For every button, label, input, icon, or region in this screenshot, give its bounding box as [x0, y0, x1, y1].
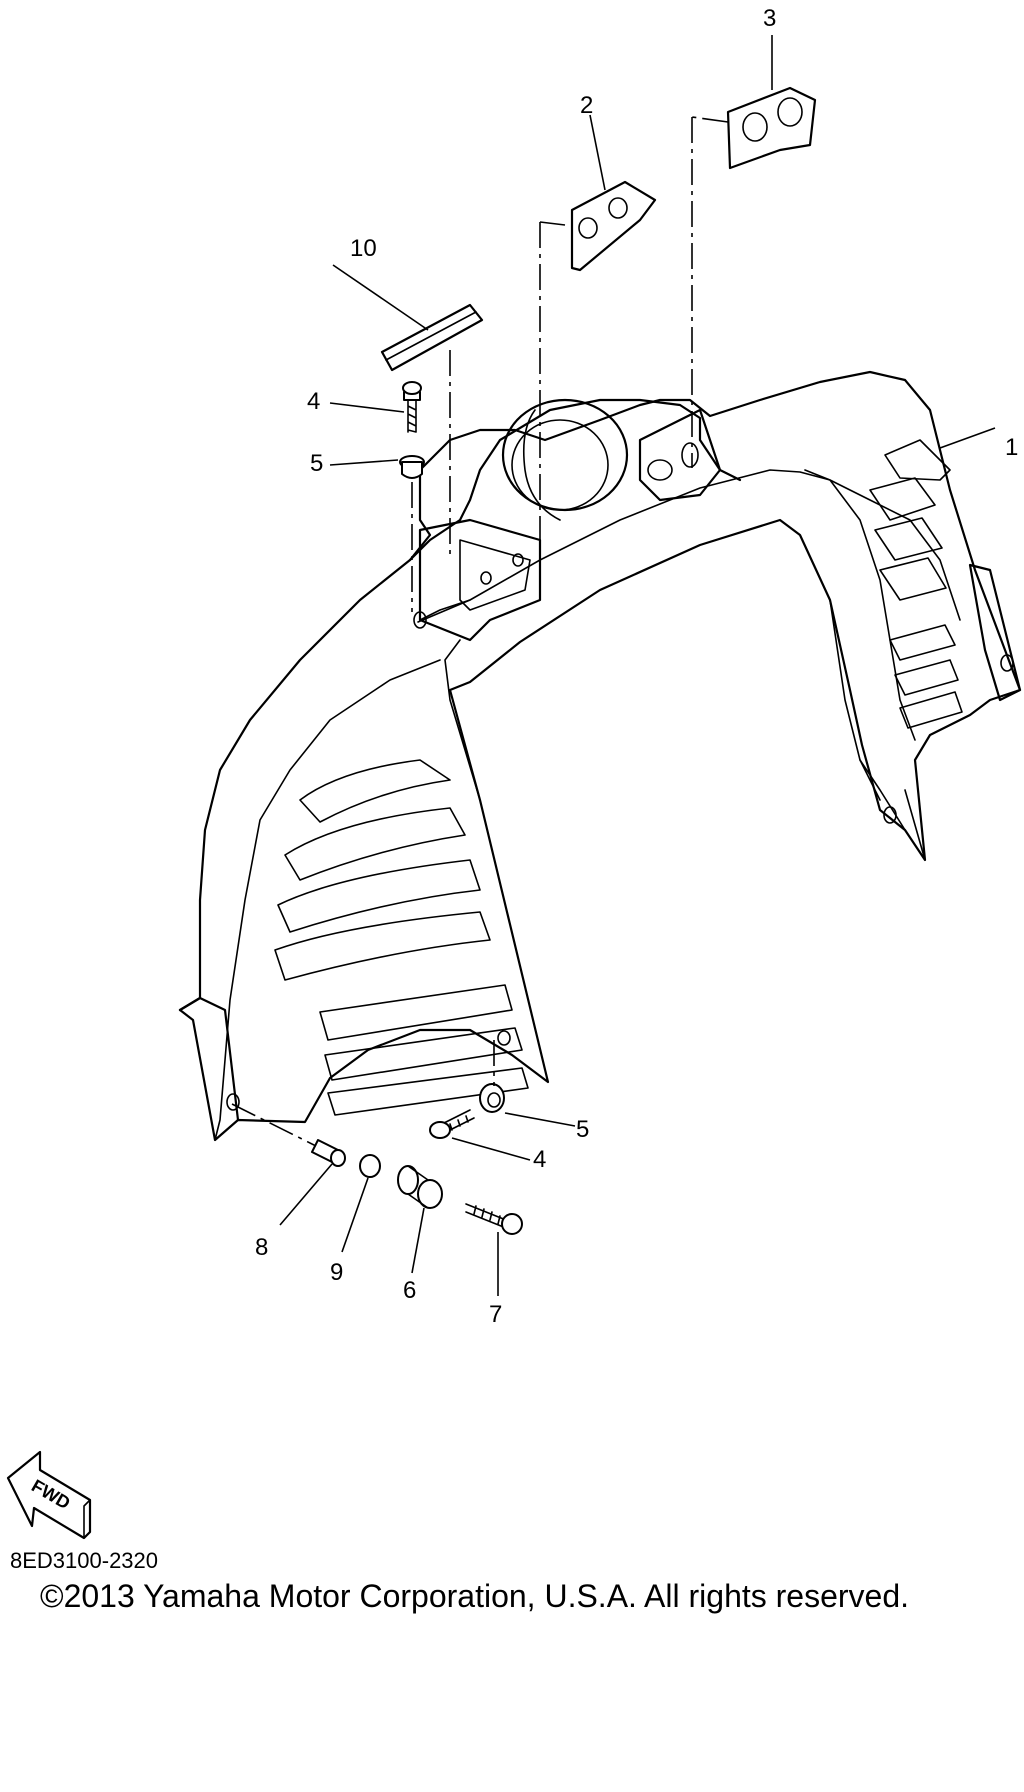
part-6-damper [397, 1165, 443, 1209]
leader-1 [939, 427, 996, 449]
part-4-screw-lower [429, 1109, 475, 1139]
leader-10 [332, 264, 429, 331]
part-8-collar [311, 1139, 346, 1167]
diagram-code: 8ED3100-2320 [10, 1548, 159, 1573]
callout-8: 8 [255, 1234, 268, 1261]
part-9-washer [359, 1154, 381, 1178]
copyright-notice: ©2013 Yamaha Motor Corporation, U.S.A. A… [40, 1578, 910, 1614]
callout-5-lower: 5 [576, 1116, 589, 1143]
part-10-strip [380, 303, 484, 372]
callout-4-lower: 4 [533, 1146, 546, 1173]
callout-7: 7 [489, 1301, 502, 1328]
callout-6: 6 [403, 1277, 416, 1304]
part-4-screw-upper [402, 381, 422, 433]
leader-8 [279, 1163, 333, 1226]
callout-5-upper: 5 [310, 450, 323, 477]
leader-5-upper [329, 459, 399, 466]
leader-2 [589, 114, 606, 191]
leader-9 [341, 1177, 369, 1253]
callout-3: 3 [763, 5, 776, 32]
callout-2: 2 [580, 92, 593, 119]
callout-9: 9 [330, 1259, 343, 1286]
part-5-grommet-upper [399, 455, 425, 479]
leader-4-upper [329, 402, 405, 413]
callout-1: 1 [1005, 434, 1018, 461]
callout-4-upper: 4 [307, 388, 320, 415]
part-2-plate [570, 180, 657, 272]
leader-lines [279, 35, 996, 1296]
callout-10: 10 [350, 235, 377, 262]
leader-5-lower [504, 1112, 576, 1127]
part-5-grommet-lower [479, 1083, 505, 1113]
leader-4-lower [451, 1137, 531, 1161]
fwd-arrow: FWD [6, 1450, 92, 1540]
part-3-plate [726, 86, 817, 170]
callouts: 1 2 3 10 4 5 5 4 8 9 6 7 [255, 5, 1018, 1328]
part-1-shroud [178, 370, 1022, 1142]
leader-6 [411, 1207, 425, 1274]
assembly-lines [231, 116, 729, 1147]
part-7-bolt [465, 1203, 523, 1235]
